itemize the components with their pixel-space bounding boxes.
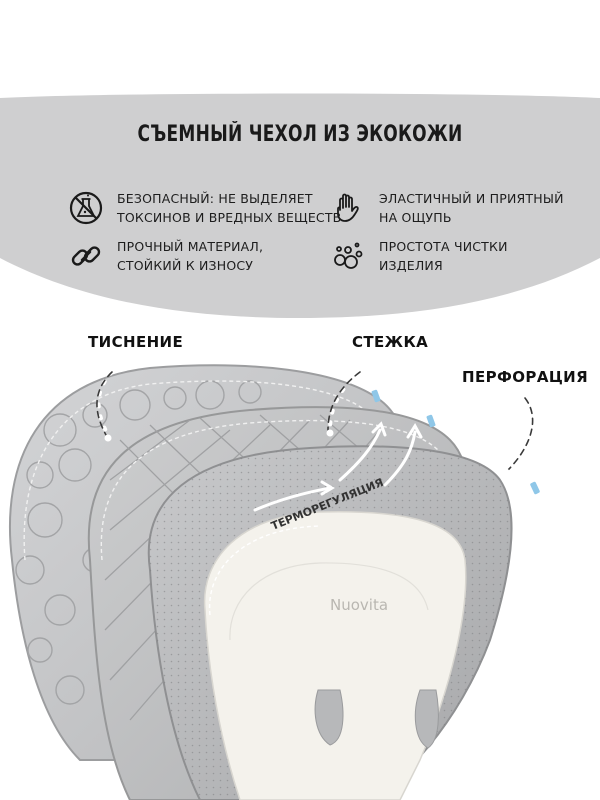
brand-logo: Nuovita (330, 596, 388, 614)
tag-blue-3 (530, 481, 540, 495)
header-band (0, 93, 600, 318)
no-chemicals-icon (69, 191, 103, 225)
tag-blue-1 (371, 389, 381, 403)
feature-easy-clean-text: ПРОСТОТА ЧИСТКИ ИЗДЕЛИЯ (379, 239, 508, 273)
feature-elastic: ЭЛАСТИЧНЫЙ И ПРИЯТНЫЙ НА ОЩУПЬ (330, 189, 564, 227)
feature-easy-clean: ПРОСТОТА ЧИСТКИ ИЗДЕЛИЯ (330, 237, 508, 275)
callout-dot-perforation (502, 468, 510, 476)
chain-link-icon (71, 246, 101, 266)
perforated-cover-layer (147, 445, 513, 800)
airflow-arrows (253, 421, 423, 512)
hand-icon (337, 193, 359, 222)
callout-dot-stitching (326, 429, 334, 437)
callout-stitching: СТЕЖКА (352, 333, 429, 351)
callout-dot-embossing (104, 434, 112, 442)
callout-embossing: ТИСНЕНИЕ (88, 333, 184, 351)
feature-durable: ПРОЧНЫЙ МАТЕРИАЛ, СТОЙКИЙ К ИЗНОСУ (68, 237, 263, 275)
tag-blue-2 (426, 414, 436, 428)
feature-safe-text: БЕЗОПАСНЫЙ: НЕ ВЫДЕЛЯЕТ ТОКСИНОВ И ВРЕДН… (117, 191, 342, 225)
bubbles-icon (334, 242, 363, 269)
page-title: СЪЕМНЫЙ ЧЕХОЛ ИЗ ЭКОКОЖИ (137, 122, 463, 147)
feature-safe: БЕЗОПАСНЫЙ: НЕ ВЫДЕЛЯЕТ ТОКСИНОВ И ВРЕДН… (68, 189, 341, 227)
callout-perforation: ПЕРФОРАЦИЯ (462, 368, 589, 386)
feature-elastic-text: ЭЛАСТИЧНЫЙ И ПРИЯТНЫЙ НА ОЩУПЬ (379, 191, 564, 225)
feature-durable-text: ПРОЧНЫЙ МАТЕРИАЛ, СТОЙКИЙ К ИЗНОСУ (117, 239, 264, 273)
